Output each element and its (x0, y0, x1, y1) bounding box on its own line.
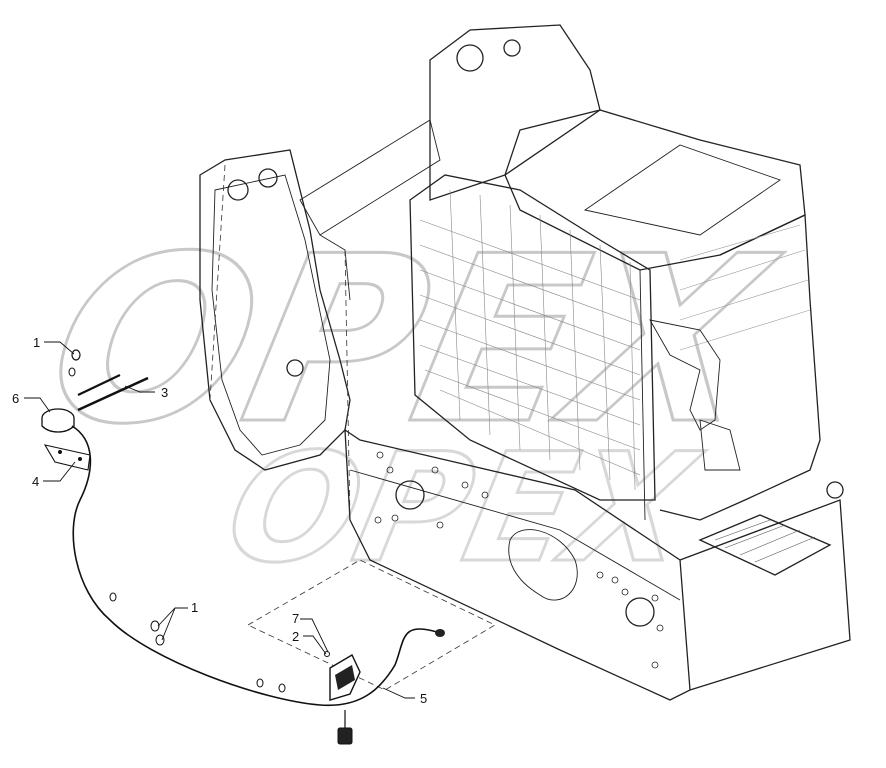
mounting-bracket (43, 444, 91, 471)
callout-labels: 1 6 3 4 1 7 2 5 (12, 335, 427, 706)
machine-chassis (199, 24, 851, 701)
callout-7: 7 (292, 611, 299, 626)
connector-plug (337, 727, 353, 745)
connector-end (435, 629, 445, 637)
cab-screen-mesh (419, 189, 641, 491)
cable-tie-a (77, 374, 121, 396)
leader-lines (24, 341, 415, 699)
harness-assembly (41, 349, 445, 745)
grommet-top (68, 349, 81, 377)
callout-2: 2 (292, 629, 299, 644)
watermark-text-2: OPEX (213, 421, 713, 596)
callout-3: 3 (161, 385, 168, 400)
cable-tie-b (77, 376, 149, 412)
callout-5: 5 (420, 691, 427, 706)
frame-bolts (374, 451, 664, 669)
callout-1-lower: 1 (191, 600, 198, 615)
callout-6: 6 (12, 391, 19, 406)
grommets-lower (109, 592, 286, 693)
callout-1-top: 1 (33, 335, 40, 350)
callout-4: 4 (32, 474, 39, 489)
wiring-harness (71, 425, 441, 707)
